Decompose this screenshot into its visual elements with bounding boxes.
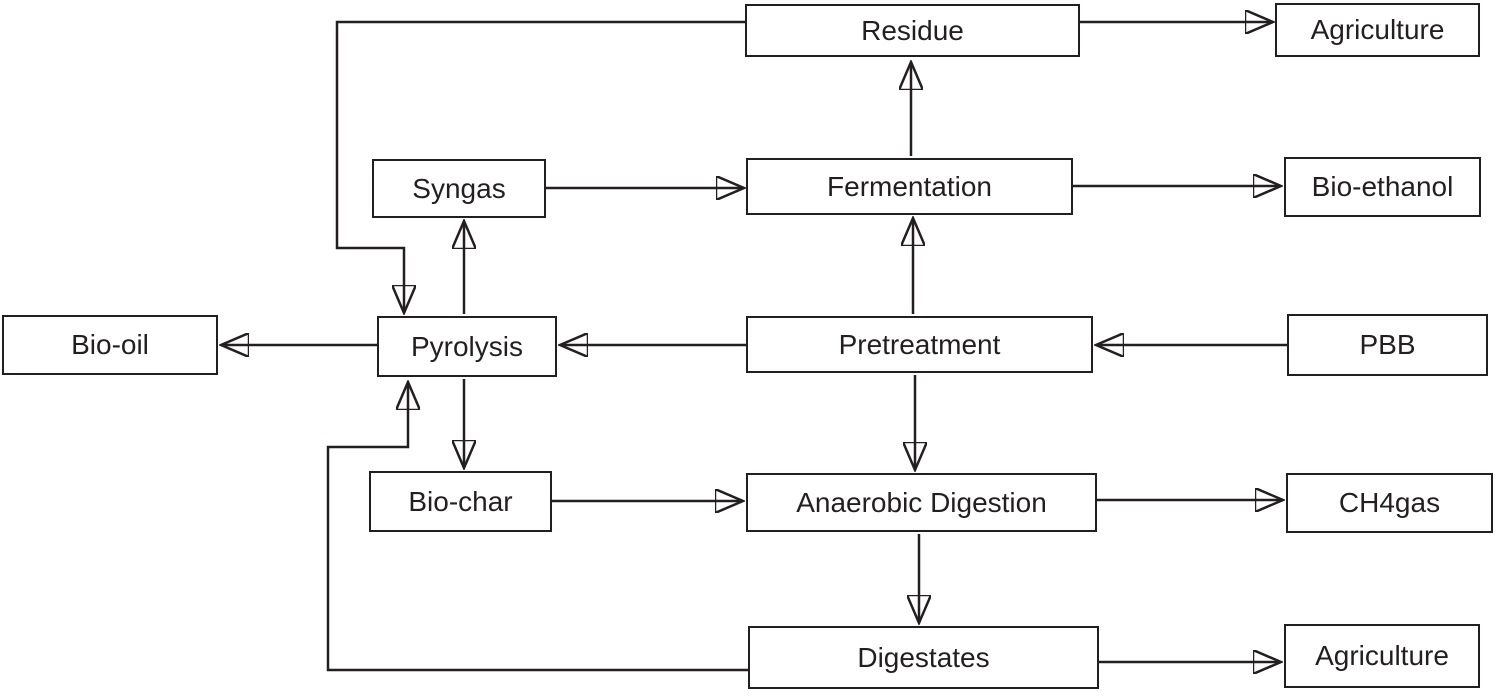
node-bio-char-label: Bio-char — [408, 485, 513, 517]
node-agriculture-bottom-label: Agriculture — [1315, 640, 1449, 671]
node-pyrolysis: Pyrolysis — [377, 316, 557, 377]
node-anaerobic-digestion: Anaerobic Digestion — [746, 473, 1097, 532]
node-agriculture-top-label: Agriculture — [1310, 14, 1445, 45]
node-anaerobic-digestion-label: Anaerobic Digestion — [796, 486, 1047, 518]
edge-residue-to-pyrolysis-feedback — [335, 20, 745, 313]
node-digestates: Digestates — [748, 626, 1099, 689]
node-bio-ethanol-label: Bio-ethanol — [1311, 171, 1454, 202]
node-digestates-label: Digestates — [857, 641, 990, 673]
node-bio-char: Bio-char — [369, 471, 552, 532]
node-residue: Residue — [745, 4, 1080, 57]
node-pyrolysis-label: Pyrolysis — [410, 330, 523, 362]
node-ch4-gas-label: CH4gas — [1338, 487, 1441, 518]
node-pbb-label: PBB — [1359, 329, 1416, 360]
node-pretreatment-label: Pretreatment — [838, 328, 1001, 360]
node-agriculture-top: Agriculture — [1275, 3, 1480, 57]
node-syngas: Syngas — [372, 159, 546, 218]
node-fermentation: Fermentation — [746, 158, 1073, 215]
node-pretreatment: Pretreatment — [746, 316, 1093, 373]
node-fermentation-label: Fermentation — [827, 170, 992, 202]
node-pbb: PBB — [1287, 314, 1488, 376]
node-syngas-label: Syngas — [412, 172, 506, 204]
node-residue-label: Residue — [861, 14, 964, 46]
edge-digestates-to-pyrolysis-feedback — [326, 382, 748, 672]
node-bio-oil: Bio-oil — [2, 315, 218, 375]
node-agriculture-bottom: Agriculture — [1284, 624, 1480, 688]
node-bio-ethanol: Bio-ethanol — [1284, 157, 1481, 217]
node-ch4-gas: CH4gas — [1286, 473, 1493, 533]
node-bio-oil-label: Bio-oil — [71, 329, 149, 360]
